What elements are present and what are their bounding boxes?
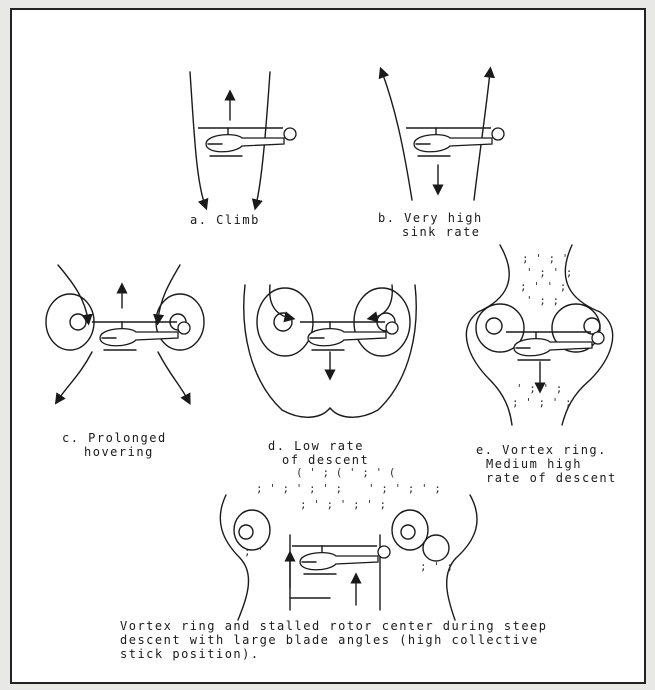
caption-very-high-sink-rate-line2: sink rate xyxy=(402,226,481,239)
svg-text:; ' ; ': ; ' ; ' xyxy=(522,252,568,265)
svg-text:; ' ; ' ; ' ;: ; ' ; ' ; ' ; xyxy=(256,482,342,495)
caption-stalled-rotor-line3: stick position). xyxy=(120,648,260,661)
caption-prolonged-hovering-line1: c. Prolonged xyxy=(62,432,167,445)
caption-prolonged-hovering-line2: hovering xyxy=(84,446,154,459)
caption-vortex-ring-line1: e. Vortex ring. xyxy=(476,444,607,457)
caption-low-rate-of-descent-line1: d. Low rate xyxy=(268,440,364,453)
svg-text:; ': ; ' xyxy=(244,545,264,558)
caption-stalled-rotor-line2: descent with large blade angles (high co… xyxy=(120,634,539,647)
panel-climb xyxy=(190,72,296,205)
svg-text:' ; ' ;: ' ; ' ; xyxy=(516,382,562,395)
svg-text:( ' ; ( ' ; ' (: ( ' ; ( ' ; ' ( xyxy=(296,466,395,479)
caption-vortex-ring-line3: rate of descent xyxy=(486,472,617,485)
svg-text:; ' ; ' ;: ; ' ; ' ; xyxy=(512,396,572,409)
caption-climb: a. Climb xyxy=(190,214,260,227)
svg-text:' ; ' ;: ' ; ' ; xyxy=(526,266,572,279)
caption-low-rate-of-descent-line2: of descent xyxy=(282,454,369,467)
svg-text:; ' ;: ; ' ; xyxy=(420,560,453,573)
svg-text:' ; ' ; ' ;: ' ; ' ; ' ; xyxy=(368,482,441,495)
caption-vortex-ring-line2: Medium high xyxy=(486,458,582,471)
panel-low-rate-of-descent xyxy=(244,285,416,417)
panel-very-high-sink-rate xyxy=(382,72,504,200)
caption-very-high-sink-rate-line1: b. Very high xyxy=(378,212,483,225)
caption-stalled-rotor-line1: Vortex ring and stalled rotor center dur… xyxy=(120,620,548,633)
panel-vortex-ring: ; ' ; ' ' ; ' ; ; ' ' ; ' ; ; ' ; ' ; ; … xyxy=(466,245,612,425)
svg-text:; ' ; ' ; ' ;: ; ' ; ' ; ' ; xyxy=(300,498,386,511)
panel-stalled-rotor-center: ; ' ; ' ; ' ; ( ' ; ( ' ; ' ( ' ; ' ; ' … xyxy=(220,466,477,620)
panel-prolonged-hovering xyxy=(46,265,204,400)
svg-text:; ' ' ;: ; ' ' ; xyxy=(520,280,566,293)
svg-text:' ; ;: ' ; ; xyxy=(526,294,559,307)
